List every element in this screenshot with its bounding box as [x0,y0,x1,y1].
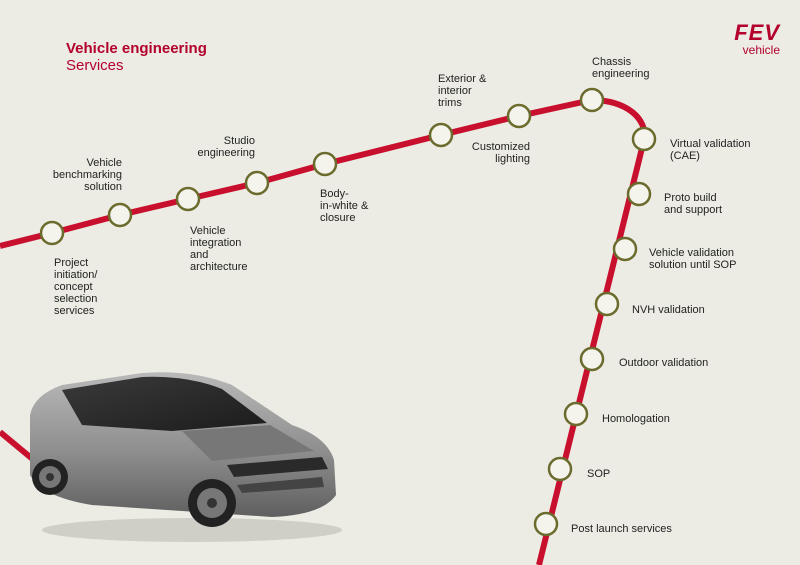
station-node-vehicle-benchmarking [107,202,133,228]
station-node-studio-engineering [244,170,270,196]
station-label-outdoor-validation: Outdoor validation [619,357,709,369]
station-node-nvh-validation [594,291,620,317]
station-node-project-initiation [39,220,65,246]
station-node-chassis-engineering [579,87,605,113]
station-label-body-in-white: Body- in-white & closure [320,188,369,224]
station-label-vehicle-integration: Vehicle integration and architecture [190,225,248,273]
station-label-sop: SOP [587,468,611,480]
station-node-outdoor-validation [579,346,605,372]
station-node-proto-build [626,181,652,207]
page-subtitle: Services [66,57,124,75]
station-node-vehicle-validation-sop [612,236,638,262]
logo-mark: FEV [734,20,780,45]
station-label-exterior-interior-trims: Exterior & interior trims [438,73,487,109]
page-title: Vehicle engineering [66,40,207,57]
station-label-homologation: Homologation [602,413,670,425]
station-label-chassis-engineering: Chassis engineering [592,56,650,80]
station-node-customized-lighting [506,103,532,129]
station-node-virtual-validation [631,126,657,152]
station-label-customized-lighting: Customized lighting [471,141,530,165]
station-label-vehicle-benchmarking: Vehicle benchmarking solution [52,157,122,193]
page-heading: Vehicle engineering Services [66,40,207,75]
station-node-body-in-white [312,151,338,177]
station-label-studio-engineering: Studio engineering [197,135,256,159]
station-node-sop [547,456,573,482]
station-node-homologation [563,401,589,427]
station-node-vehicle-integration [175,186,201,212]
station-label-post-launch: Post launch services [571,523,672,535]
station-node-post-launch [533,511,559,537]
car-illustration [30,372,342,542]
station-node-exterior-interior-trims [428,122,454,148]
logo-text: vehicle [742,43,780,57]
station-label-virtual-validation: Virtual validation (CAE) [670,138,751,162]
station-label-nvh-validation: NVH validation [632,304,705,316]
station-label-project-initiation: Project initiation/ concept selection se… [54,257,98,317]
fev-logo: FEV vehicle [734,20,780,58]
station-label-vehicle-validation-sop: Vehicle validation solution until SOP [649,247,737,271]
station-label-proto-build: Proto build and support [664,192,723,216]
